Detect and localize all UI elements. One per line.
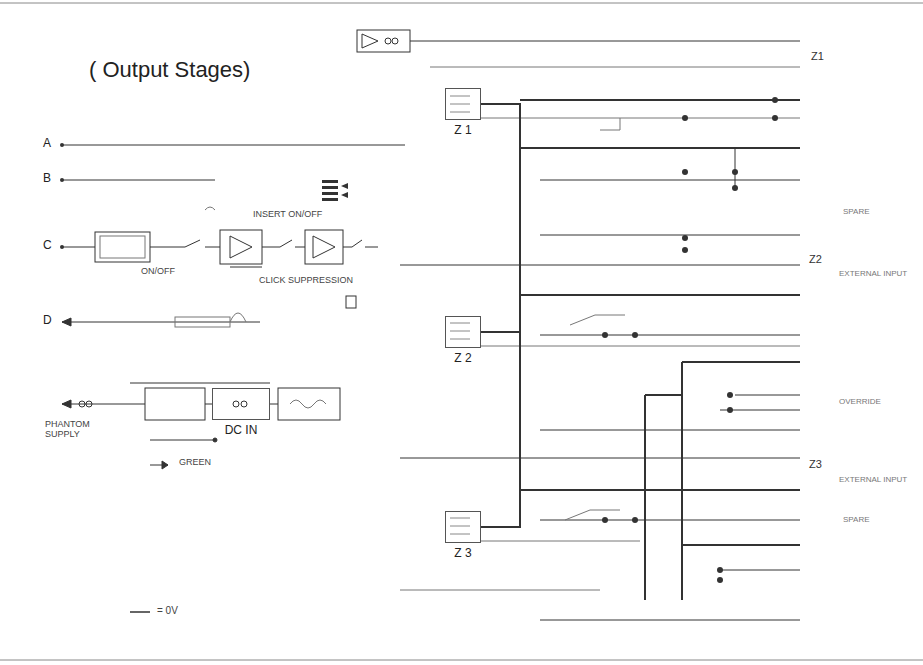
signal-label: D [42,314,53,327]
signal-label: INSERT ON/OFF [252,210,323,220]
signal-label: C [42,239,53,252]
block-label: DC IN [212,423,270,437]
bus-wire [481,104,520,332]
relay-block: Z 3 [445,511,481,560]
legend-entry: = 0V [156,605,179,616]
block-label: Z 1 [445,123,481,137]
block-outline [212,388,270,420]
signal-label: EXTERNAL INPUT [838,270,910,279]
signal-label: B [42,172,52,185]
block-outline [445,511,481,543]
signal-label: OVERRIDE [838,398,882,407]
signal-label: A [42,137,52,150]
diagram-title: ( Output Stages) [88,58,251,82]
signal-label: ON/OFF [140,267,176,277]
block-outline [445,88,481,120]
signal-label: EXTERNAL INPUT [838,476,910,485]
block-outline [445,316,481,348]
relay-block: Z 1 [445,88,481,137]
signal-label: SPARE [842,516,871,525]
signal-label: Z3 [808,458,823,470]
signal-label: GREEN [178,458,212,468]
signal-label: Z2 [808,253,823,265]
signal-label: CLICK SUPPRESSION [258,276,354,286]
block-label: Z 2 [445,351,481,365]
signal-label: PHANTOM SUPPLY [44,420,106,440]
relay-block: Z 2 [445,316,481,365]
relay-block: DC IN [212,388,270,437]
signal-label: SPARE [842,208,871,217]
bus-wire [481,332,520,527]
legend-text: = 0V [157,605,178,616]
signal-label: Z1 [810,50,825,62]
block-label: Z 3 [445,546,481,560]
